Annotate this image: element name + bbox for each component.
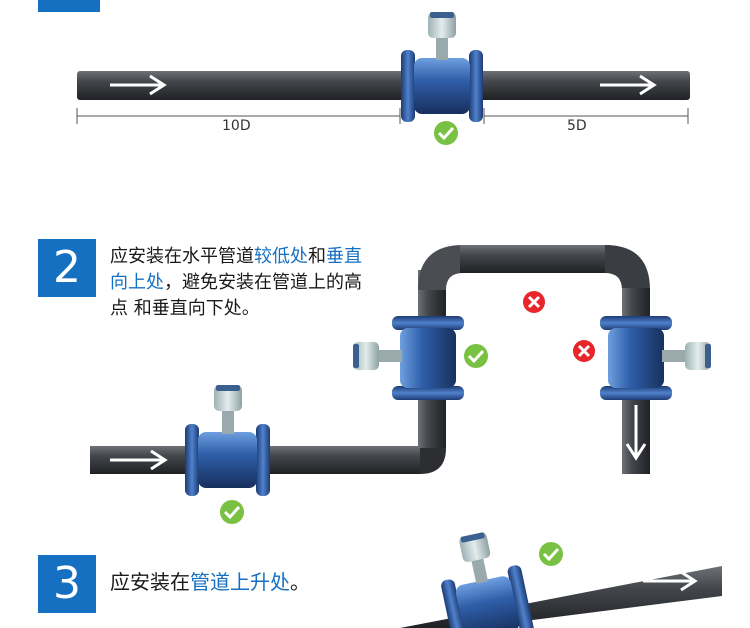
section1-pipe (77, 71, 690, 100)
flow-arrow-icon (110, 449, 168, 471)
section3-text-2: 。 (290, 570, 310, 594)
check-icon (464, 344, 488, 368)
cross-icon (573, 340, 595, 362)
section2-text-2: 和 (308, 246, 326, 267)
section2-highlight-2: 垂直 (326, 246, 362, 267)
flow-arrow-icon (110, 74, 167, 96)
section2-highlight-1: 较低处 (254, 246, 308, 267)
section2-text-3: ，避免安装在管道上的高 (164, 272, 362, 293)
check-icon (539, 542, 563, 566)
dimension-label-upstream: 10D (222, 118, 251, 134)
section1-number-badge (38, 0, 100, 12)
dimension-label-downstream: 5D (567, 118, 587, 134)
section3-highlight: 管道上升处 (190, 570, 290, 594)
flowmeter-horizontal-low (185, 385, 270, 496)
check-icon (220, 500, 244, 524)
section3-number-badge: 3 (38, 555, 96, 613)
flow-arrow-icon (625, 405, 647, 461)
section3-description: 应安装在管道上升处。 (110, 569, 310, 595)
flowmeter-horizontal-top (401, 12, 483, 122)
section2-text-1: 应安装在水平管道 (110, 246, 254, 267)
cross-icon (523, 291, 545, 313)
flow-arrow-icon (600, 74, 657, 96)
section2-text-4: 点 和垂直向下处。 (110, 298, 260, 319)
flowmeter-inclined (441, 532, 535, 628)
dimension-lines (76, 108, 689, 124)
flowmeter-vertical-up (353, 316, 464, 400)
check-icon (434, 121, 458, 145)
section2-highlight-3: 向上处 (110, 272, 164, 293)
flow-arrow-icon (643, 570, 698, 592)
section2-description: 应安装在水平管道较低处和垂直 向上处，避免安装在管道上的高 点 和垂直向下处。 (110, 244, 400, 322)
flowmeter-vertical-down (600, 316, 711, 400)
section3-text-1: 应安装在 (110, 570, 190, 594)
section2-number-badge: 2 (38, 239, 96, 297)
